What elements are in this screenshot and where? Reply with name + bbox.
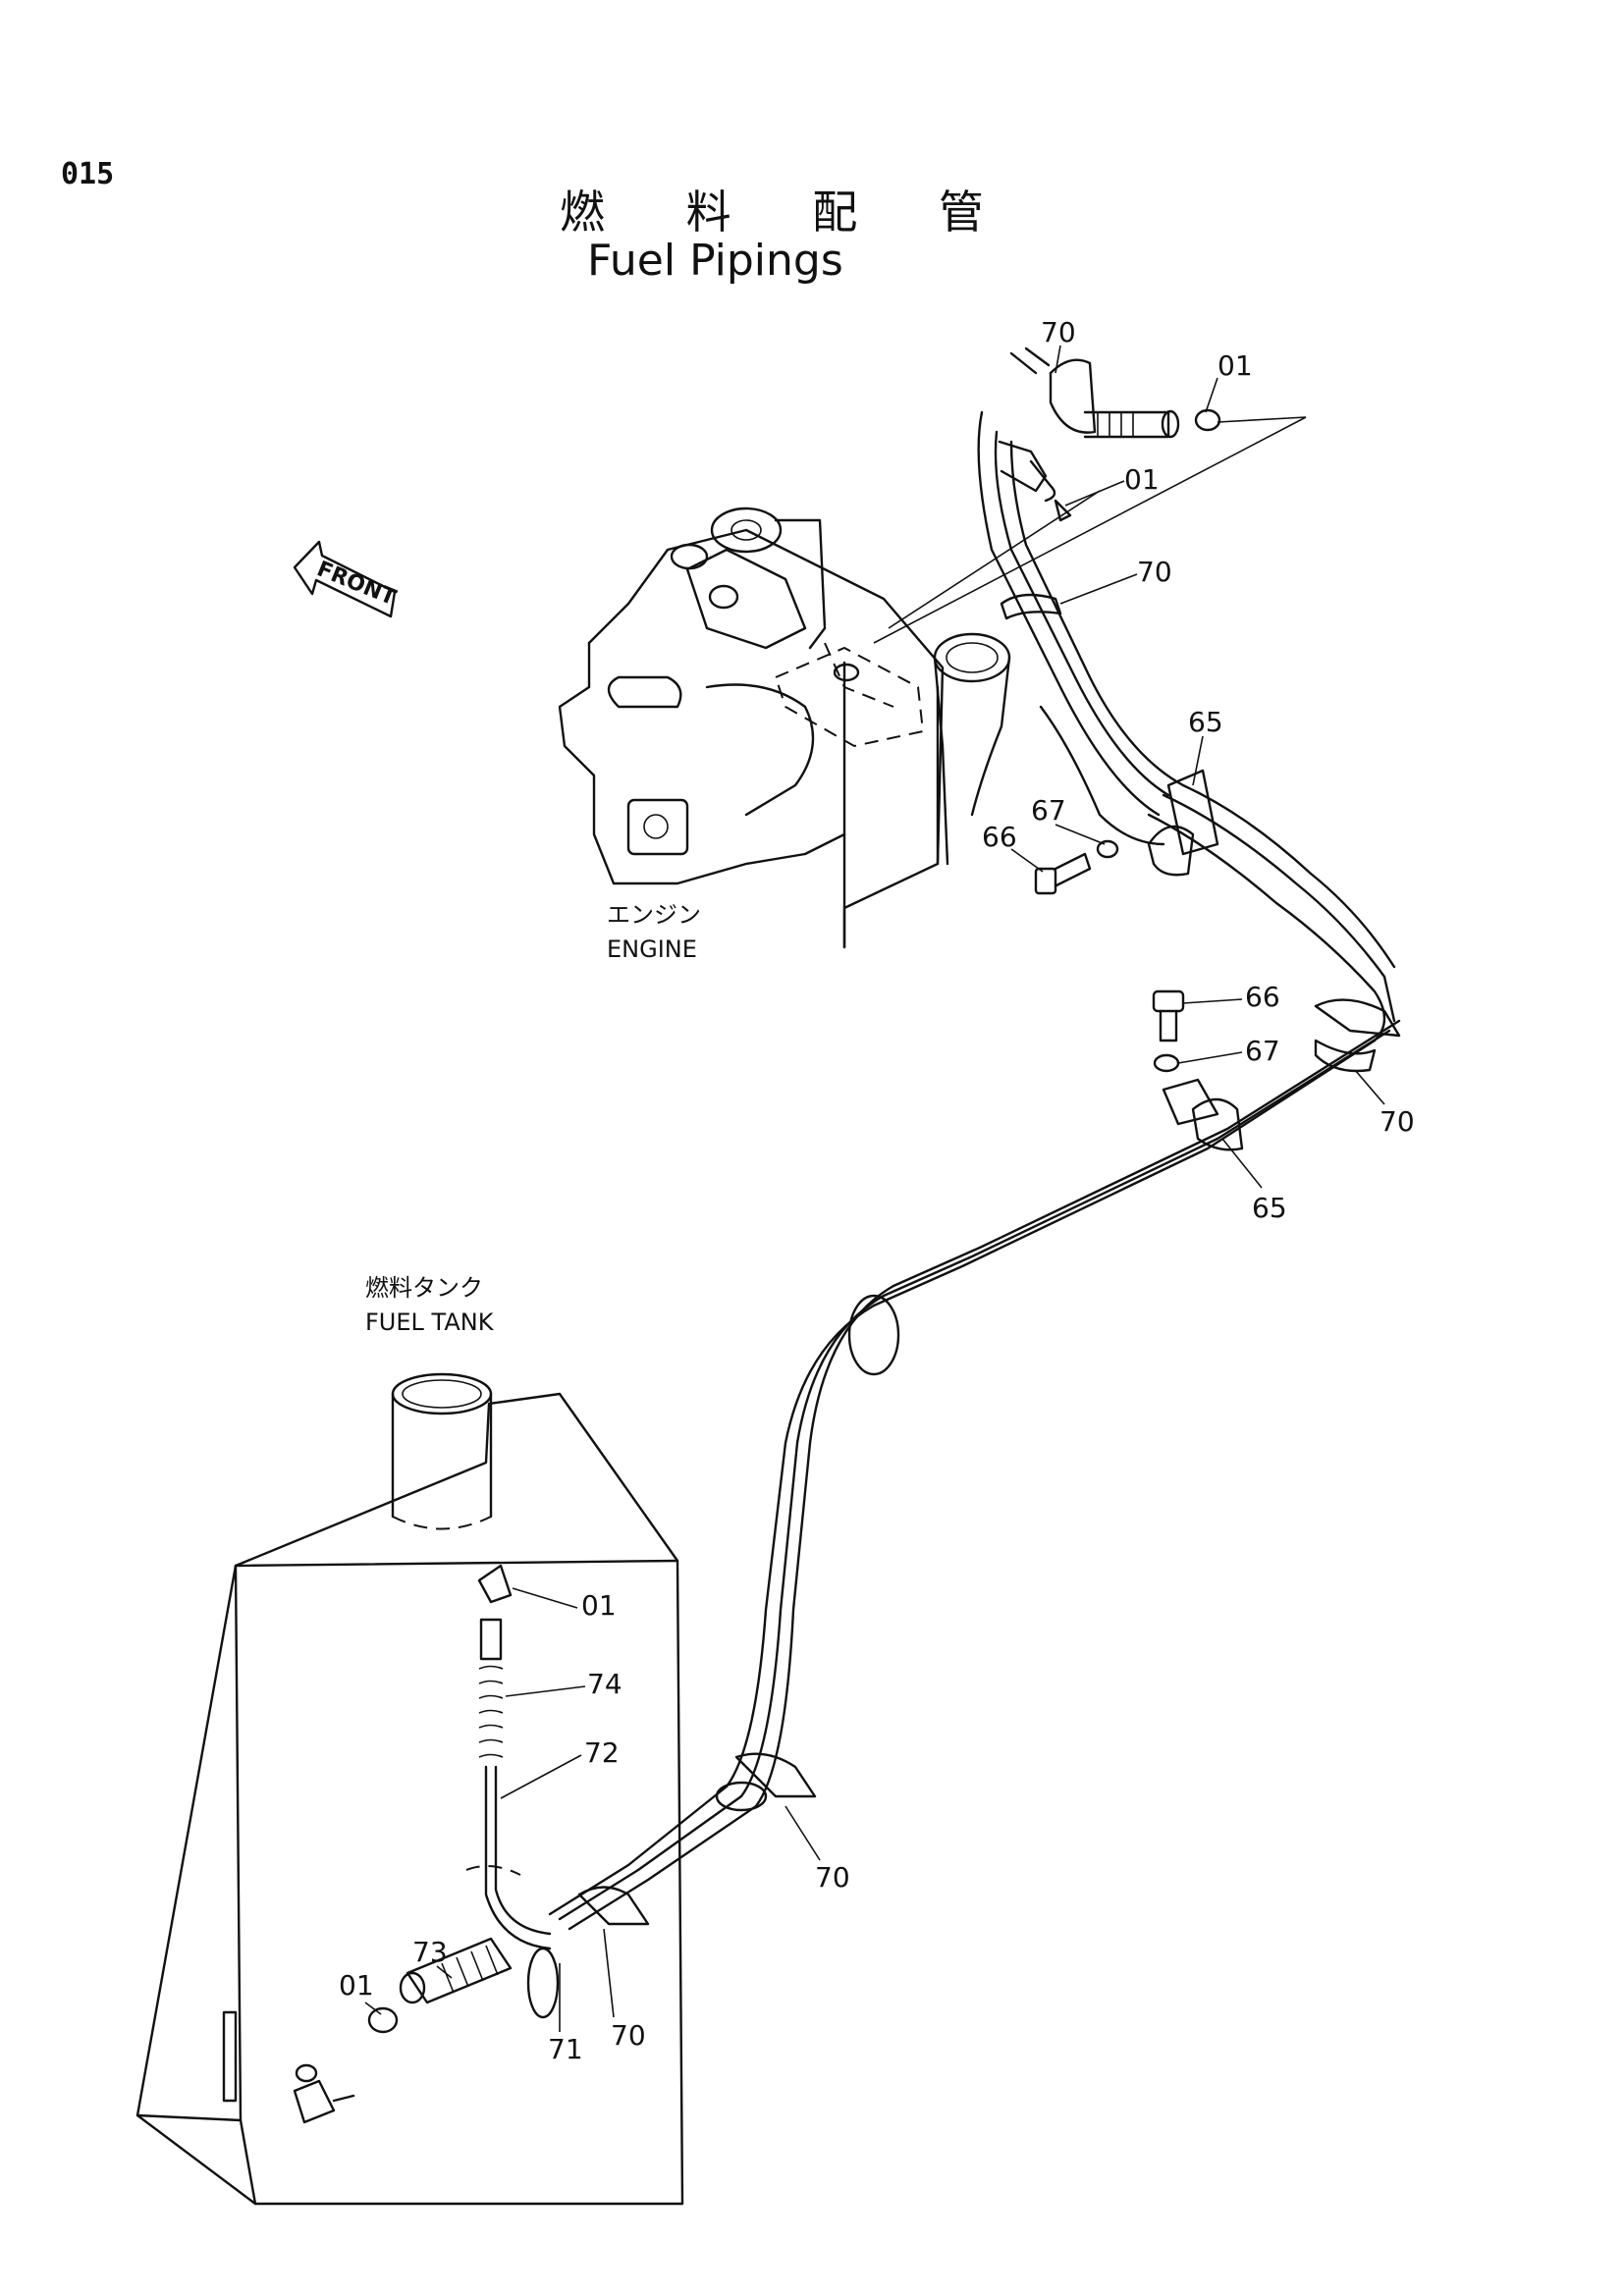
engine-label: エンジン ENGINE	[607, 901, 701, 963]
engine-label-japanese: エンジン	[607, 901, 701, 929]
engine-label-english: ENGINE	[607, 935, 697, 963]
part-callouts: 70 01 01 70 65 67 66 66 67 70 65 01 74 7…	[339, 316, 1415, 2065]
callout-01: 01	[1124, 463, 1160, 496]
tank-label-japanese: 燃料タンク	[365, 1274, 483, 1302]
callout-72: 72	[584, 1736, 620, 1769]
front-arrow-icon: FRONT	[293, 540, 399, 618]
callout-70: 70	[1041, 316, 1076, 348]
callout-73: 73	[412, 1936, 448, 1968]
page-number: 015	[61, 157, 115, 191]
fuel-hoses	[526, 410, 1401, 2019]
callout-74: 74	[587, 1668, 622, 1700]
callout-01: 01	[1217, 349, 1253, 382]
tank-internal-fittings	[293, 1564, 552, 2124]
callout-66: 66	[1245, 981, 1280, 1013]
title-english: Fuel Pipings	[587, 236, 843, 286]
callout-70: 70	[1380, 1105, 1415, 1138]
title-japanese: 燃 料 配 管	[560, 186, 1017, 239]
callout-70: 70	[611, 2019, 646, 2052]
bolts	[1034, 839, 1185, 1073]
engine-drawing	[558, 507, 1011, 949]
callout-67: 67	[1245, 1035, 1280, 1067]
callout-70: 70	[1137, 556, 1172, 588]
callout-01: 01	[581, 1589, 617, 1622]
tank-label: 燃料タンク FUEL TANK	[365, 1274, 495, 1336]
hose-ends-top	[998, 347, 1221, 522]
callout-65: 65	[1252, 1192, 1287, 1224]
callout-01: 01	[339, 1969, 374, 2002]
front-label: FRONT	[313, 557, 399, 611]
callout-66: 66	[982, 821, 1017, 853]
callout-70: 70	[815, 1861, 850, 1894]
clamps	[577, 593, 1401, 1926]
tank-label-english: FUEL TANK	[365, 1308, 495, 1336]
callout-67: 67	[1031, 794, 1066, 827]
fuel-tank-drawing	[135, 1372, 684, 2206]
callout-71: 71	[548, 2033, 583, 2065]
callout-65: 65	[1188, 706, 1223, 738]
